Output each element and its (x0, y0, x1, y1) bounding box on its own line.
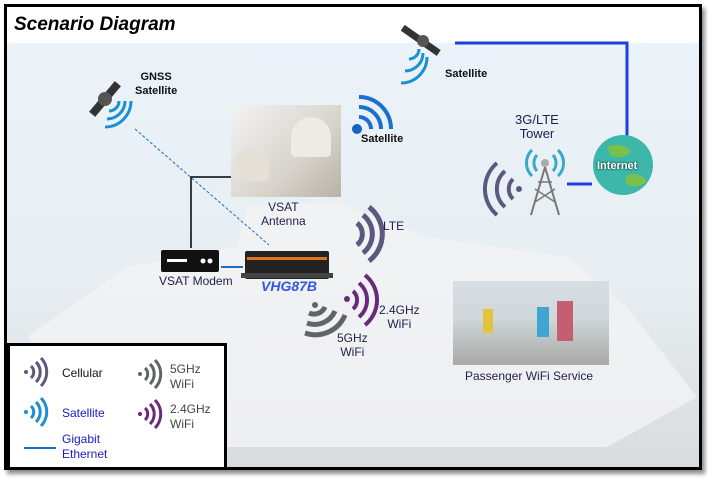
passenger-wifi-label: Passenger WiFi Service (465, 369, 594, 383)
diagram-title: Scenario Diagram (14, 14, 176, 35)
legend: Cellular Satellite Gigabit Ethernet 5GHz… (7, 343, 227, 467)
wifi24-signal-icon (344, 273, 379, 327)
link-gnss-device (134, 128, 270, 246)
legend-wifi24-label: 2.4GHz WiFi (170, 402, 211, 431)
internet-label: Internet (597, 160, 638, 172)
scenario-diagram: Scenario Diagram (4, 4, 702, 470)
satellite-mid-label: Satellite (361, 133, 404, 145)
legend-ethernet-label: Gigabit Ethernet (62, 432, 108, 461)
vsat-antenna-label: VSAT Antenna (261, 200, 306, 228)
passenger-photo (453, 281, 609, 365)
wifi5-signal-icon (304, 302, 348, 338)
link-satellite-internet (455, 41, 629, 140)
vhg87b-device-icon (241, 251, 333, 279)
satellite-signal-icon (352, 95, 393, 134)
wifi5-label: 5GHz WiFi (337, 331, 368, 359)
lte-label: LTE (383, 219, 405, 233)
tower-label: 3G/LTE Tower (515, 112, 559, 141)
device-name: VHG87B (261, 278, 318, 294)
vsat-antenna-photo (231, 105, 341, 197)
legend-icons (24, 356, 163, 449)
internet-globe-icon (593, 135, 653, 195)
legend-wifi5-icon (138, 358, 163, 390)
wifi24-label: 2.4GHz WiFi (379, 303, 420, 331)
gnss-satellite-icon (89, 81, 133, 129)
legend-wifi24-icon (138, 398, 163, 430)
satellite-top-icon (400, 24, 441, 85)
legend-wifi5-label: 5GHz WiFi (170, 362, 201, 391)
legend-cellular-label: Cellular (62, 366, 103, 380)
tower-cellular-signal-icon (482, 161, 522, 217)
link-modem-antenna (190, 176, 233, 248)
legend-cellular-icon (24, 356, 49, 388)
vsat-modem-icon (161, 250, 219, 272)
legend-satellite-label: Satellite (62, 406, 105, 420)
cell-tower-icon (525, 148, 565, 216)
gnss-satellite-label: GNSS Satellite (135, 71, 178, 97)
legend-satellite-icon (24, 396, 49, 428)
vsat-modem-label: VSAT Modem (159, 274, 233, 288)
satellite-top-label: Satellite (445, 68, 488, 80)
